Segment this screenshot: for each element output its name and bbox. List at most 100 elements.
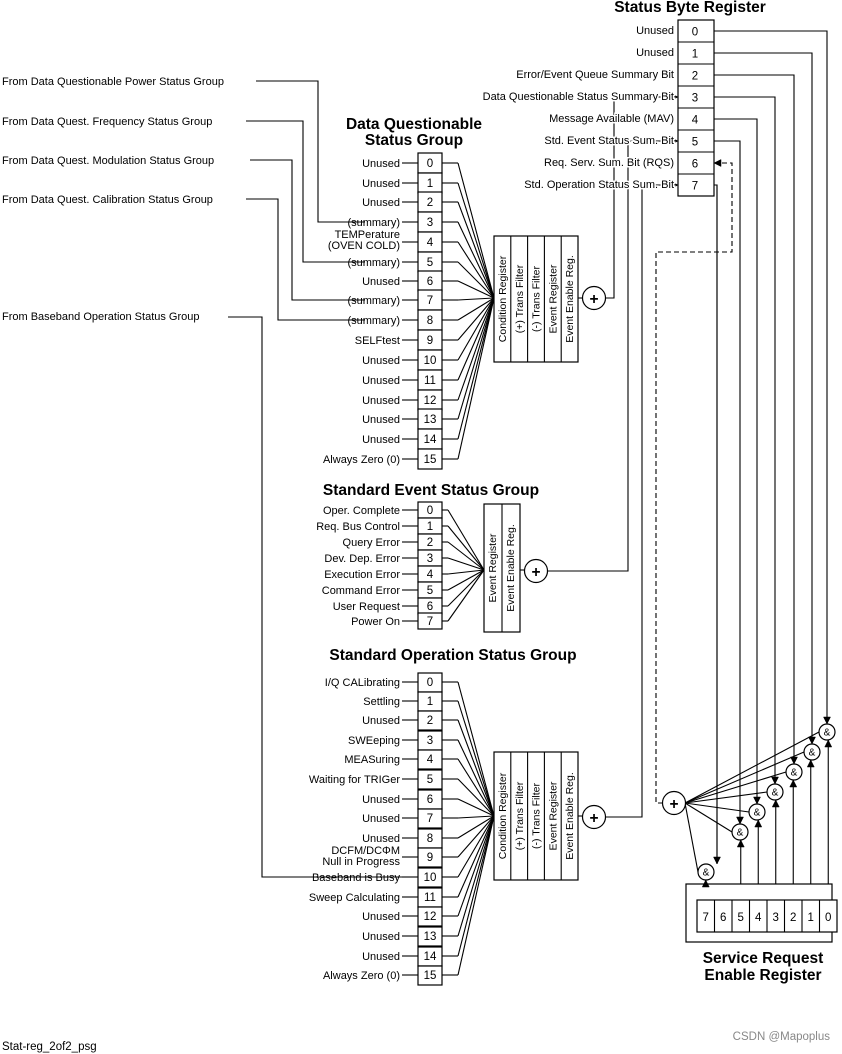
so-bit-number: 13 <box>424 931 437 943</box>
so-bit-cell <box>417 808 443 829</box>
so-bit-label: Unused <box>362 794 400 806</box>
se-summary-or-gate-symbol: + <box>531 564 540 581</box>
srq-summary-or-gate-symbol: + <box>669 796 678 813</box>
so-bit-label: Sweep Calculating <box>309 892 400 904</box>
so-fan-line <box>457 719 495 817</box>
figure-caption: Stat-reg_2of2_psg <box>2 1041 97 1053</box>
baseband-source-line <box>228 316 402 878</box>
so-bit-label: SWEeping <box>348 735 400 747</box>
dq-bit-label: Always Zero (0) <box>323 454 400 466</box>
status-byte-bit-label: Unused <box>636 47 674 59</box>
dq-bit-label: Unused <box>362 414 400 426</box>
source-label: From Data Questionable Power Status Grou… <box>2 76 224 88</box>
so-bit-label: Unused <box>362 951 400 963</box>
se-bit-label: User Request <box>333 601 400 613</box>
so-fan-line <box>457 778 495 817</box>
dq-bit-number: 6 <box>427 276 433 288</box>
so-bit-cell <box>417 847 443 868</box>
status-byte-bit-label: Unused <box>636 25 674 37</box>
se-summary-or-gate <box>523 558 549 584</box>
se-bit-number: 6 <box>427 601 433 613</box>
so-bit-number: 8 <box>427 833 433 845</box>
dq-bit-number: 10 <box>424 355 437 367</box>
dq-register-label: Event Register <box>547 264 559 333</box>
status-byte-bit-label: Std. Operation Status Sum. Bit <box>524 179 674 191</box>
source-line <box>246 198 365 321</box>
se-fan-line <box>447 541 485 571</box>
and-to-or-line <box>684 802 699 873</box>
dq-bit-number: 5 <box>427 257 433 269</box>
dq-summary-or-gate <box>581 285 607 311</box>
dq-bit-number: 12 <box>424 395 437 407</box>
rqs-arrow <box>713 159 722 167</box>
status-byte-bit-number: 3 <box>692 93 698 105</box>
so-fan-line <box>457 700 495 817</box>
status-byte-bit-label: Error/Event Queue Summary Bit <box>516 69 674 81</box>
so-fan-line <box>457 815 495 858</box>
so-bit-cell <box>417 926 443 947</box>
dq-bit-label: TEMPerature <box>335 229 400 241</box>
se-fan-line <box>447 569 485 591</box>
status-bit-2-to-and <box>714 74 795 764</box>
dq-bit-label: Unused <box>362 355 400 367</box>
and-gate-bit-1-symbol: & <box>809 748 816 759</box>
dq-fan-line <box>457 297 495 460</box>
dq-bit-label: Unused <box>362 434 400 446</box>
so-bit-number: 4 <box>427 754 434 766</box>
so-bit-label: Always Zero (0) <box>323 970 400 982</box>
dq-bit-label-line2: (OVEN COLD) <box>328 240 400 252</box>
so-register-block <box>493 751 579 881</box>
se-bit-number: 7 <box>427 616 433 628</box>
se-fan-line <box>447 569 485 607</box>
se-bit-cell <box>417 612 443 630</box>
so-bit-number: 1 <box>427 696 433 708</box>
so-bit-label-line2: Null in Progress <box>322 856 400 868</box>
so-bit-label: DCFM/DCΦM <box>331 845 400 857</box>
source-line <box>256 80 365 223</box>
dq-bit-label: (summary) <box>347 257 400 269</box>
so-summary-to-status-byte <box>605 184 671 818</box>
dq-bit-number: 15 <box>424 454 437 466</box>
se-fan-line <box>447 557 485 571</box>
so-summary-or-gate-symbol: + <box>589 810 598 827</box>
so-bit-cell <box>417 749 443 770</box>
dq-fan-line <box>457 297 495 401</box>
and-gate-bit-3-symbol: & <box>772 788 779 799</box>
source-label: From Data Quest. Calibration Status Grou… <box>2 194 213 206</box>
and-input-arrow <box>789 779 798 788</box>
so-title: Standard Operation Status Group <box>329 647 576 664</box>
so-bit-number: 12 <box>424 911 437 923</box>
rqs-feedback-line <box>655 162 733 804</box>
dq-fan-line <box>457 297 495 321</box>
dq-bit-label: (summary) <box>347 295 400 307</box>
and-gate-bit-4-symbol: & <box>754 808 761 819</box>
so-bit-number: 3 <box>427 735 433 747</box>
status-byte-bit-label: Std. Event Status Sum. Bit <box>544 135 674 147</box>
dq-bit-number: 1 <box>427 178 433 190</box>
se-register-label: Event Register <box>487 533 499 602</box>
and-input-arrow <box>790 756 798 765</box>
srq-bit-number: 5 <box>738 912 744 924</box>
so-register-label: (+) Trans Filter <box>514 781 526 850</box>
status-bit-3-to-and <box>714 96 776 784</box>
and-gate-bit-5 <box>731 823 749 841</box>
dq-bit-label: Unused <box>362 158 400 170</box>
so-bit-label: MEASuring <box>344 754 400 766</box>
se-bit-number: 5 <box>427 585 433 597</box>
dq-bit-label: Unused <box>362 197 400 209</box>
dq-fan-line <box>457 297 495 301</box>
srq-bit-number: 2 <box>790 912 796 924</box>
dq-title-line2: Status Group <box>365 132 463 149</box>
so-register-label: Event Register <box>547 781 559 850</box>
and-input-arrow <box>736 816 744 825</box>
and-input-arrow <box>824 739 833 748</box>
dq-register-label: Condition Register <box>497 255 509 342</box>
and-gate-bit-2 <box>785 763 803 781</box>
srq-bit-number: 7 <box>703 912 709 924</box>
watermark: CSDN @Mapoplus <box>733 1031 831 1043</box>
srq-summary-or-gate <box>661 790 687 816</box>
and-to-or-line <box>684 731 820 804</box>
dq-bit-number: 13 <box>424 414 437 426</box>
dq-bit-number: 4 <box>427 237 434 249</box>
